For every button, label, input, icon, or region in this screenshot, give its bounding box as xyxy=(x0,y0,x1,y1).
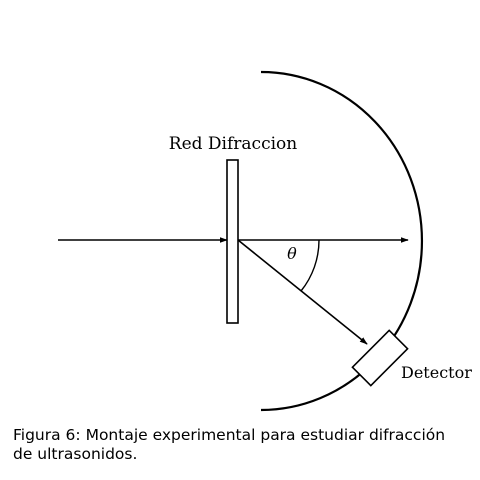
angle-label: θ xyxy=(287,244,297,263)
detection-arc xyxy=(260,70,424,412)
figure-caption: Figura 6: Montaje experimental para estu… xyxy=(13,426,446,463)
angle-arc xyxy=(300,239,320,292)
detector-label: Detector xyxy=(401,363,472,382)
grating-label: Red Difraccion xyxy=(169,134,297,154)
detector xyxy=(351,329,409,387)
diffracted-beam-arrow xyxy=(237,239,368,345)
diffraction-grating xyxy=(226,159,239,324)
diffraction-setup-diagram: Red Difraccion θ Detector xyxy=(58,70,472,412)
